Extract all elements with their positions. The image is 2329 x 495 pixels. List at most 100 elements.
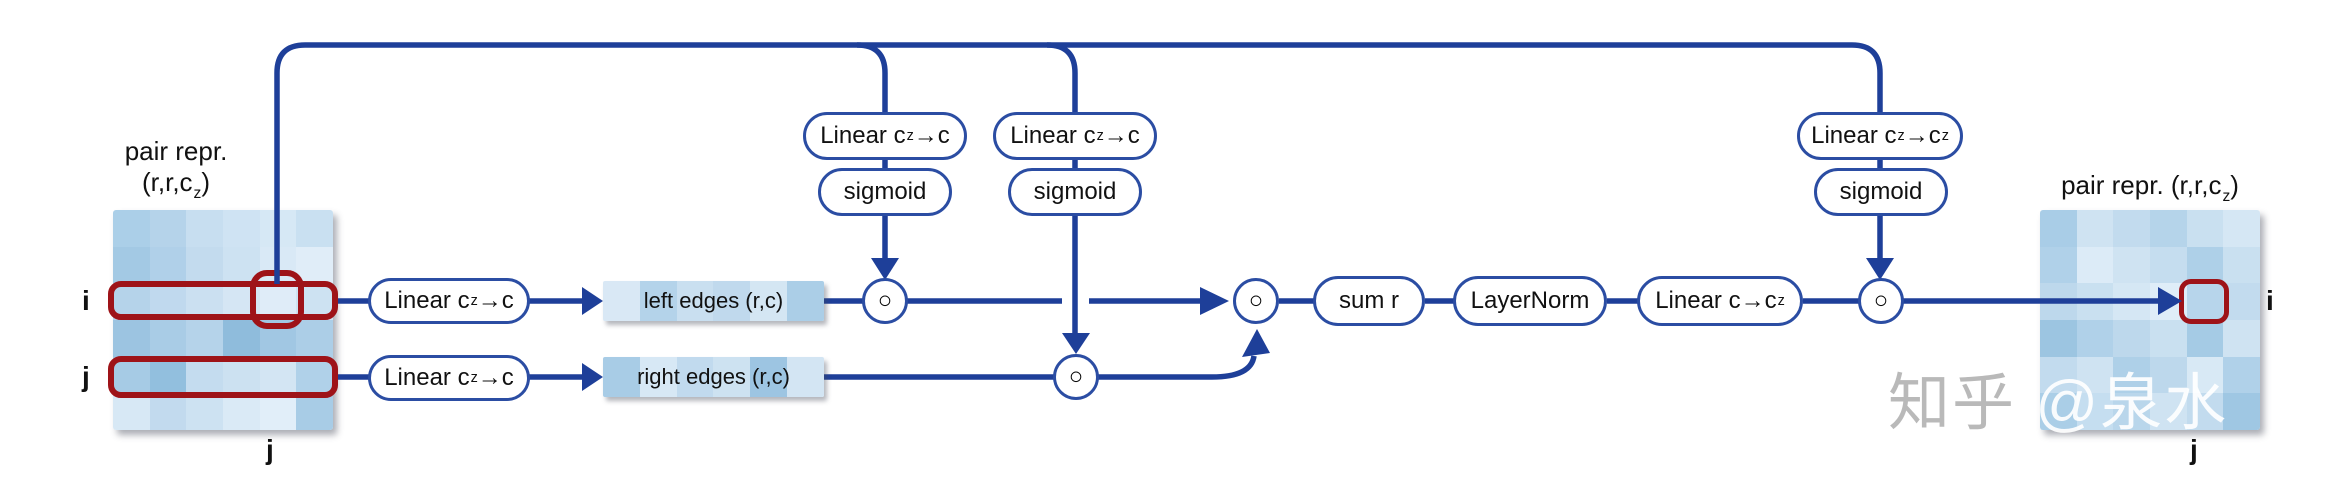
heatmap-cell: [149, 356, 187, 394]
heatmap-cell: [2223, 210, 2260, 247]
gate1-sigmoid-node: sigmoid: [818, 168, 952, 216]
heatmap-cell: [186, 320, 223, 357]
heatmap-cell: [223, 320, 260, 357]
heatmap-cell: [676, 281, 714, 321]
input-matrix-title: pair repr. (r,r,cz): [70, 136, 282, 209]
heatmap-cell: [186, 210, 223, 247]
arrowhead: [582, 287, 603, 315]
heatmap-cell: [639, 357, 677, 397]
heatmap-cell: [639, 281, 677, 321]
heatmap-cell: [2186, 246, 2224, 284]
heatmap-cell: [2113, 320, 2150, 357]
gate1-branch-wire: [856, 42, 888, 114]
heatmap-cell: [2040, 320, 2077, 357]
arrowhead: [2158, 287, 2182, 315]
multiply-node-3: ○: [1233, 278, 1279, 324]
heatmap-cell: [259, 356, 297, 394]
heatmap-cell: [2186, 393, 2224, 430]
heatmap-cell: [713, 281, 751, 321]
heatmap-cell: [2040, 356, 2077, 394]
heatmap-cell: [296, 246, 333, 284]
heatmap-cell: [603, 357, 640, 397]
heatmap-cell: [223, 356, 260, 394]
right-edges-label: right edges (r,c): [637, 364, 790, 389]
hadamard-product-icon: ○: [877, 287, 893, 314]
multiply-node-1: ○: [862, 278, 908, 324]
arrowhead: [582, 363, 603, 391]
heatmap-cell: [2113, 246, 2150, 284]
input-column-j-label: j: [266, 434, 274, 465]
layernorm-node: LayerNorm: [1453, 276, 1607, 326]
gate3-sigmoid-node: sigmoid: [1814, 168, 1948, 216]
heatmap-cell: [2186, 210, 2224, 247]
heatmap-cell: [2076, 246, 2114, 284]
output-row-i-label: i: [2266, 285, 2274, 316]
heatmap-cell: [2113, 210, 2150, 247]
heatmap-cell: [2150, 246, 2187, 284]
hadamard-product-icon: ○: [1248, 287, 1264, 314]
left-edges-strip: [603, 281, 824, 321]
heatmap-cell: [149, 210, 187, 247]
multiply-node-2: ○: [1053, 354, 1099, 400]
row-i-highlight: [108, 281, 338, 320]
heatmap-cell: [149, 246, 187, 284]
heatmap-cell: [296, 210, 333, 247]
output-matrix-title: pair repr. (r,r,cz): [2061, 170, 2239, 206]
output-column-j-label: j: [2190, 434, 2198, 465]
input-matrix-title-line2: (r,r,cz): [141, 167, 211, 203]
heatmap-cell: [2040, 393, 2077, 430]
arrowhead: [1062, 333, 1090, 354]
heatmap-cell: [750, 281, 788, 321]
heatmap-cell: [296, 393, 333, 430]
heatmap-cell: [2223, 356, 2260, 394]
sum-r-node: sum r: [1313, 276, 1425, 326]
right-edges-strip: [603, 357, 824, 397]
gate2-branch-wire: [1046, 42, 1078, 114]
heatmap-cell: [259, 393, 297, 430]
heatmap-cell: [113, 320, 150, 357]
row-j-highlight: [108, 356, 338, 398]
heatmap-cell: [113, 210, 150, 247]
heatmap-cell: [186, 246, 223, 284]
heatmap-cell: [2076, 356, 2114, 394]
heatmap-cell: [2040, 246, 2077, 284]
heatmap-cell: [2150, 210, 2187, 247]
arrowhead: [1200, 287, 1229, 315]
heatmap-cell: [2150, 393, 2187, 430]
heatmap-cell: [2076, 210, 2114, 247]
row-i-label: i: [82, 285, 90, 316]
heatmap-cell: [223, 210, 260, 247]
heatmap-cell: [603, 281, 640, 321]
heatmap-cell: [186, 283, 223, 320]
heatmap-cell: [296, 320, 333, 357]
heatmap-cell: [2223, 393, 2260, 430]
output-cell-ij-highlight: [2179, 279, 2229, 324]
watermark-author: @泉水: [2035, 369, 2229, 438]
arrowhead: [871, 258, 899, 280]
arrowhead: [1242, 329, 1270, 357]
heatmap-cell: [2186, 356, 2224, 394]
heatmap-cell: [2223, 246, 2260, 284]
heatmap-cell: [113, 246, 150, 284]
heatmap-cell: [223, 393, 260, 430]
heatmap-cell: [186, 356, 223, 394]
heatmap-cell: [787, 357, 824, 397]
heatmap-cell: [2150, 356, 2187, 394]
heatmap-cell: [2150, 320, 2187, 357]
pair-representation-input-matrix: [113, 210, 333, 430]
watermark-site: 知乎: [1888, 369, 2036, 438]
heatmap-cell: [2113, 356, 2150, 394]
heatmap-cell: [2186, 320, 2224, 357]
heatmap-cell: [149, 283, 187, 320]
heatmap-cell: [2113, 393, 2150, 430]
hadamard-product-icon: ○: [1068, 363, 1084, 390]
heatmap-cell: [2076, 393, 2114, 430]
heatmap-cell: [149, 320, 187, 357]
input-matrix-title-line1: pair repr.: [124, 136, 228, 166]
heatmap-cell: [787, 281, 824, 321]
